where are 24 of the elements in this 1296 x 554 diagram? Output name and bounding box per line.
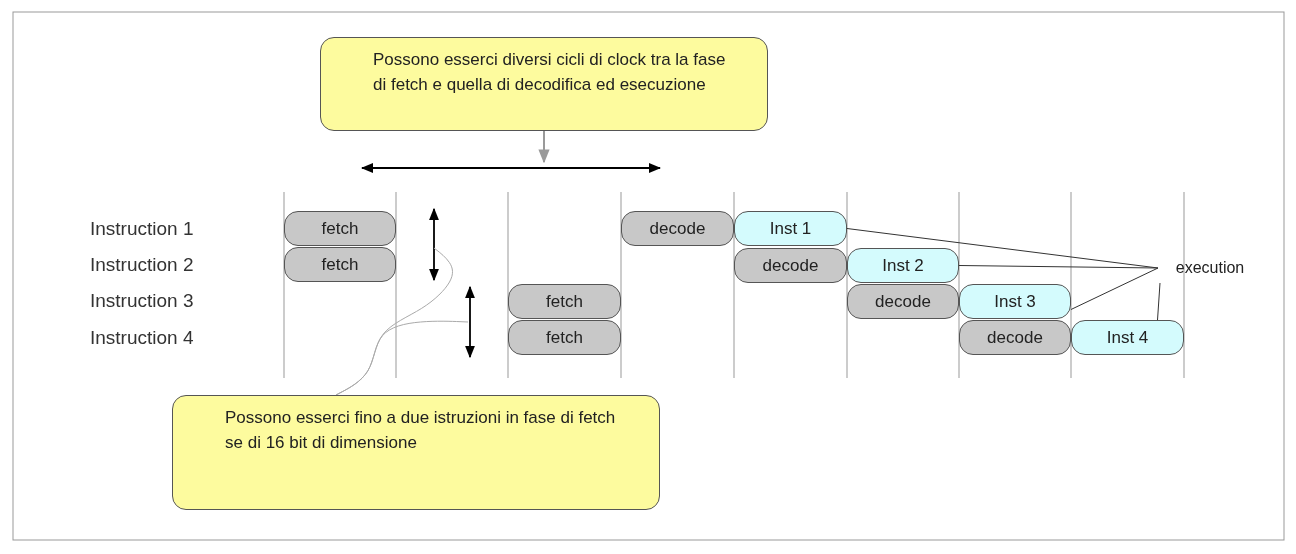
execution-pill: Inst 4 [1071,320,1184,355]
note-callout: Possono esserci fino a due istruzioni in fase di fetch se di 16 bit di dimensione [172,395,660,510]
stage-pill: decode [734,248,847,283]
stage-pill: fetch [284,247,396,282]
leader-line [1070,267,1159,310]
note-callout: Possono esserci diversi cicli di clock tra la fase di fetch e quella di decodifica ed esecuzione [320,37,768,131]
execution-pill: Inst 2 [847,248,959,283]
stage-pill: fetch [508,320,621,355]
stage-pill: fetch [508,284,621,319]
arrow [538,130,550,164]
leader-line [1157,282,1161,321]
execution-pill: Inst 1 [734,211,847,246]
leader-line [335,247,453,396]
leader-line [958,265,1159,269]
stage-pill: fetch [284,211,396,246]
row-label: Instruction 3 [90,290,194,312]
execution-pill: Inst 3 [959,284,1071,319]
row-label: Instruction 1 [90,218,194,240]
row-label: Instruction 4 [90,327,194,349]
stage-pill: decode [621,211,734,246]
stage-pill: decode [847,284,959,319]
row-label: Instruction 2 [90,254,194,276]
stage-pill: decode [959,320,1071,355]
callout-label: execution [1160,255,1260,281]
